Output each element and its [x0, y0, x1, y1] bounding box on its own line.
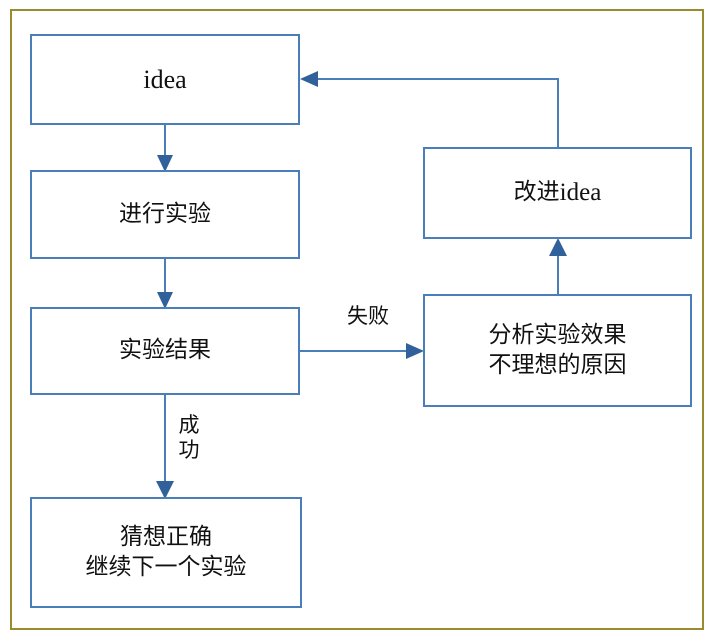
node-conduct-experiment[interactable]: 进行实验 — [30, 170, 300, 259]
node-idea[interactable]: idea — [30, 34, 300, 125]
node-analyze-reasons[interactable]: 分析实验效果 不理想的原因 — [423, 294, 692, 407]
node-hypothesis-correct-next-experiment[interactable]: 猜想正确 继续下一个实验 — [30, 497, 302, 608]
node-experiment-result[interactable]: 实验结果 — [30, 307, 300, 395]
edge-label-failure: 失败 — [347, 304, 389, 328]
outer-frame-border — [10, 9, 704, 630]
edge-label-success: 成 功 — [178, 413, 200, 462]
